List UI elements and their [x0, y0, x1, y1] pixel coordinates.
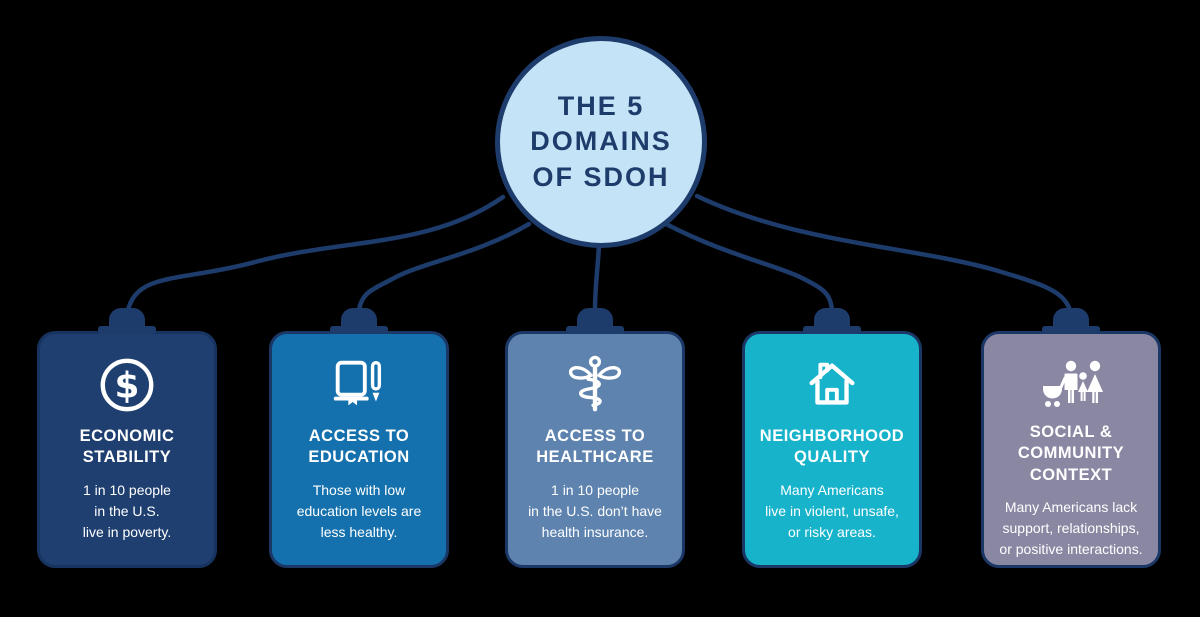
- dollar-sign-icon: $: [96, 352, 158, 418]
- caduceus-icon: [564, 352, 626, 418]
- svg-text:$: $: [115, 366, 140, 407]
- connector-to-access-to-healthcare: [592, 241, 602, 313]
- house-icon: [800, 352, 864, 418]
- card-body: Those with low education levels are less…: [296, 481, 422, 540]
- card-title: SOCIAL & COMMUNITY CONTEXT: [1017, 423, 1125, 484]
- card-title: ECONOMIC STABILITY: [79, 427, 175, 467]
- card-title: ACCESS TO EDUCATION: [308, 427, 410, 467]
- hub-title: THE 5 DOMAINS OF SDOH: [530, 90, 672, 192]
- card-economic-stability: $ ECONOMIC STABILITY 1 in 10 people in t…: [37, 326, 217, 568]
- family-icon: [1038, 352, 1104, 414]
- card-body: 1 in 10 people in the U.S. live in pover…: [82, 481, 172, 540]
- connector-to-economic-stability: [125, 194, 506, 313]
- card-body: Many Americans live in violent, unsafe, …: [765, 481, 899, 540]
- connector-to-social-community-context: [694, 193, 1073, 313]
- connector-to-access-to-education: [356, 221, 532, 313]
- card-access-to-healthcare: ACCESS TO HEALTHCARE 1 in 10 people in t…: [505, 326, 685, 568]
- card-body: 1 in 10 people in the U.S. don’t have he…: [528, 481, 662, 540]
- card-neighborhood-quality: NEIGHBORHOOD QUALITY Many Americans live…: [742, 326, 922, 568]
- connector-to-neighborhood-quality: [663, 221, 835, 313]
- book-and-pencil-icon: [327, 352, 391, 418]
- card-access-to-education: ACCESS TO EDUCATION Those with low educa…: [269, 326, 449, 568]
- hub-circle: THE 5 DOMAINS OF SDOH: [495, 36, 707, 248]
- card-title: NEIGHBORHOOD QUALITY: [759, 427, 905, 467]
- card-title: ACCESS TO HEALTHCARE: [536, 427, 654, 467]
- card-body: Many Americans lack support, relationshi…: [999, 499, 1143, 558]
- card-social-community-context: SOCIAL & COMMUNITY CONTEXT Many American…: [981, 326, 1161, 568]
